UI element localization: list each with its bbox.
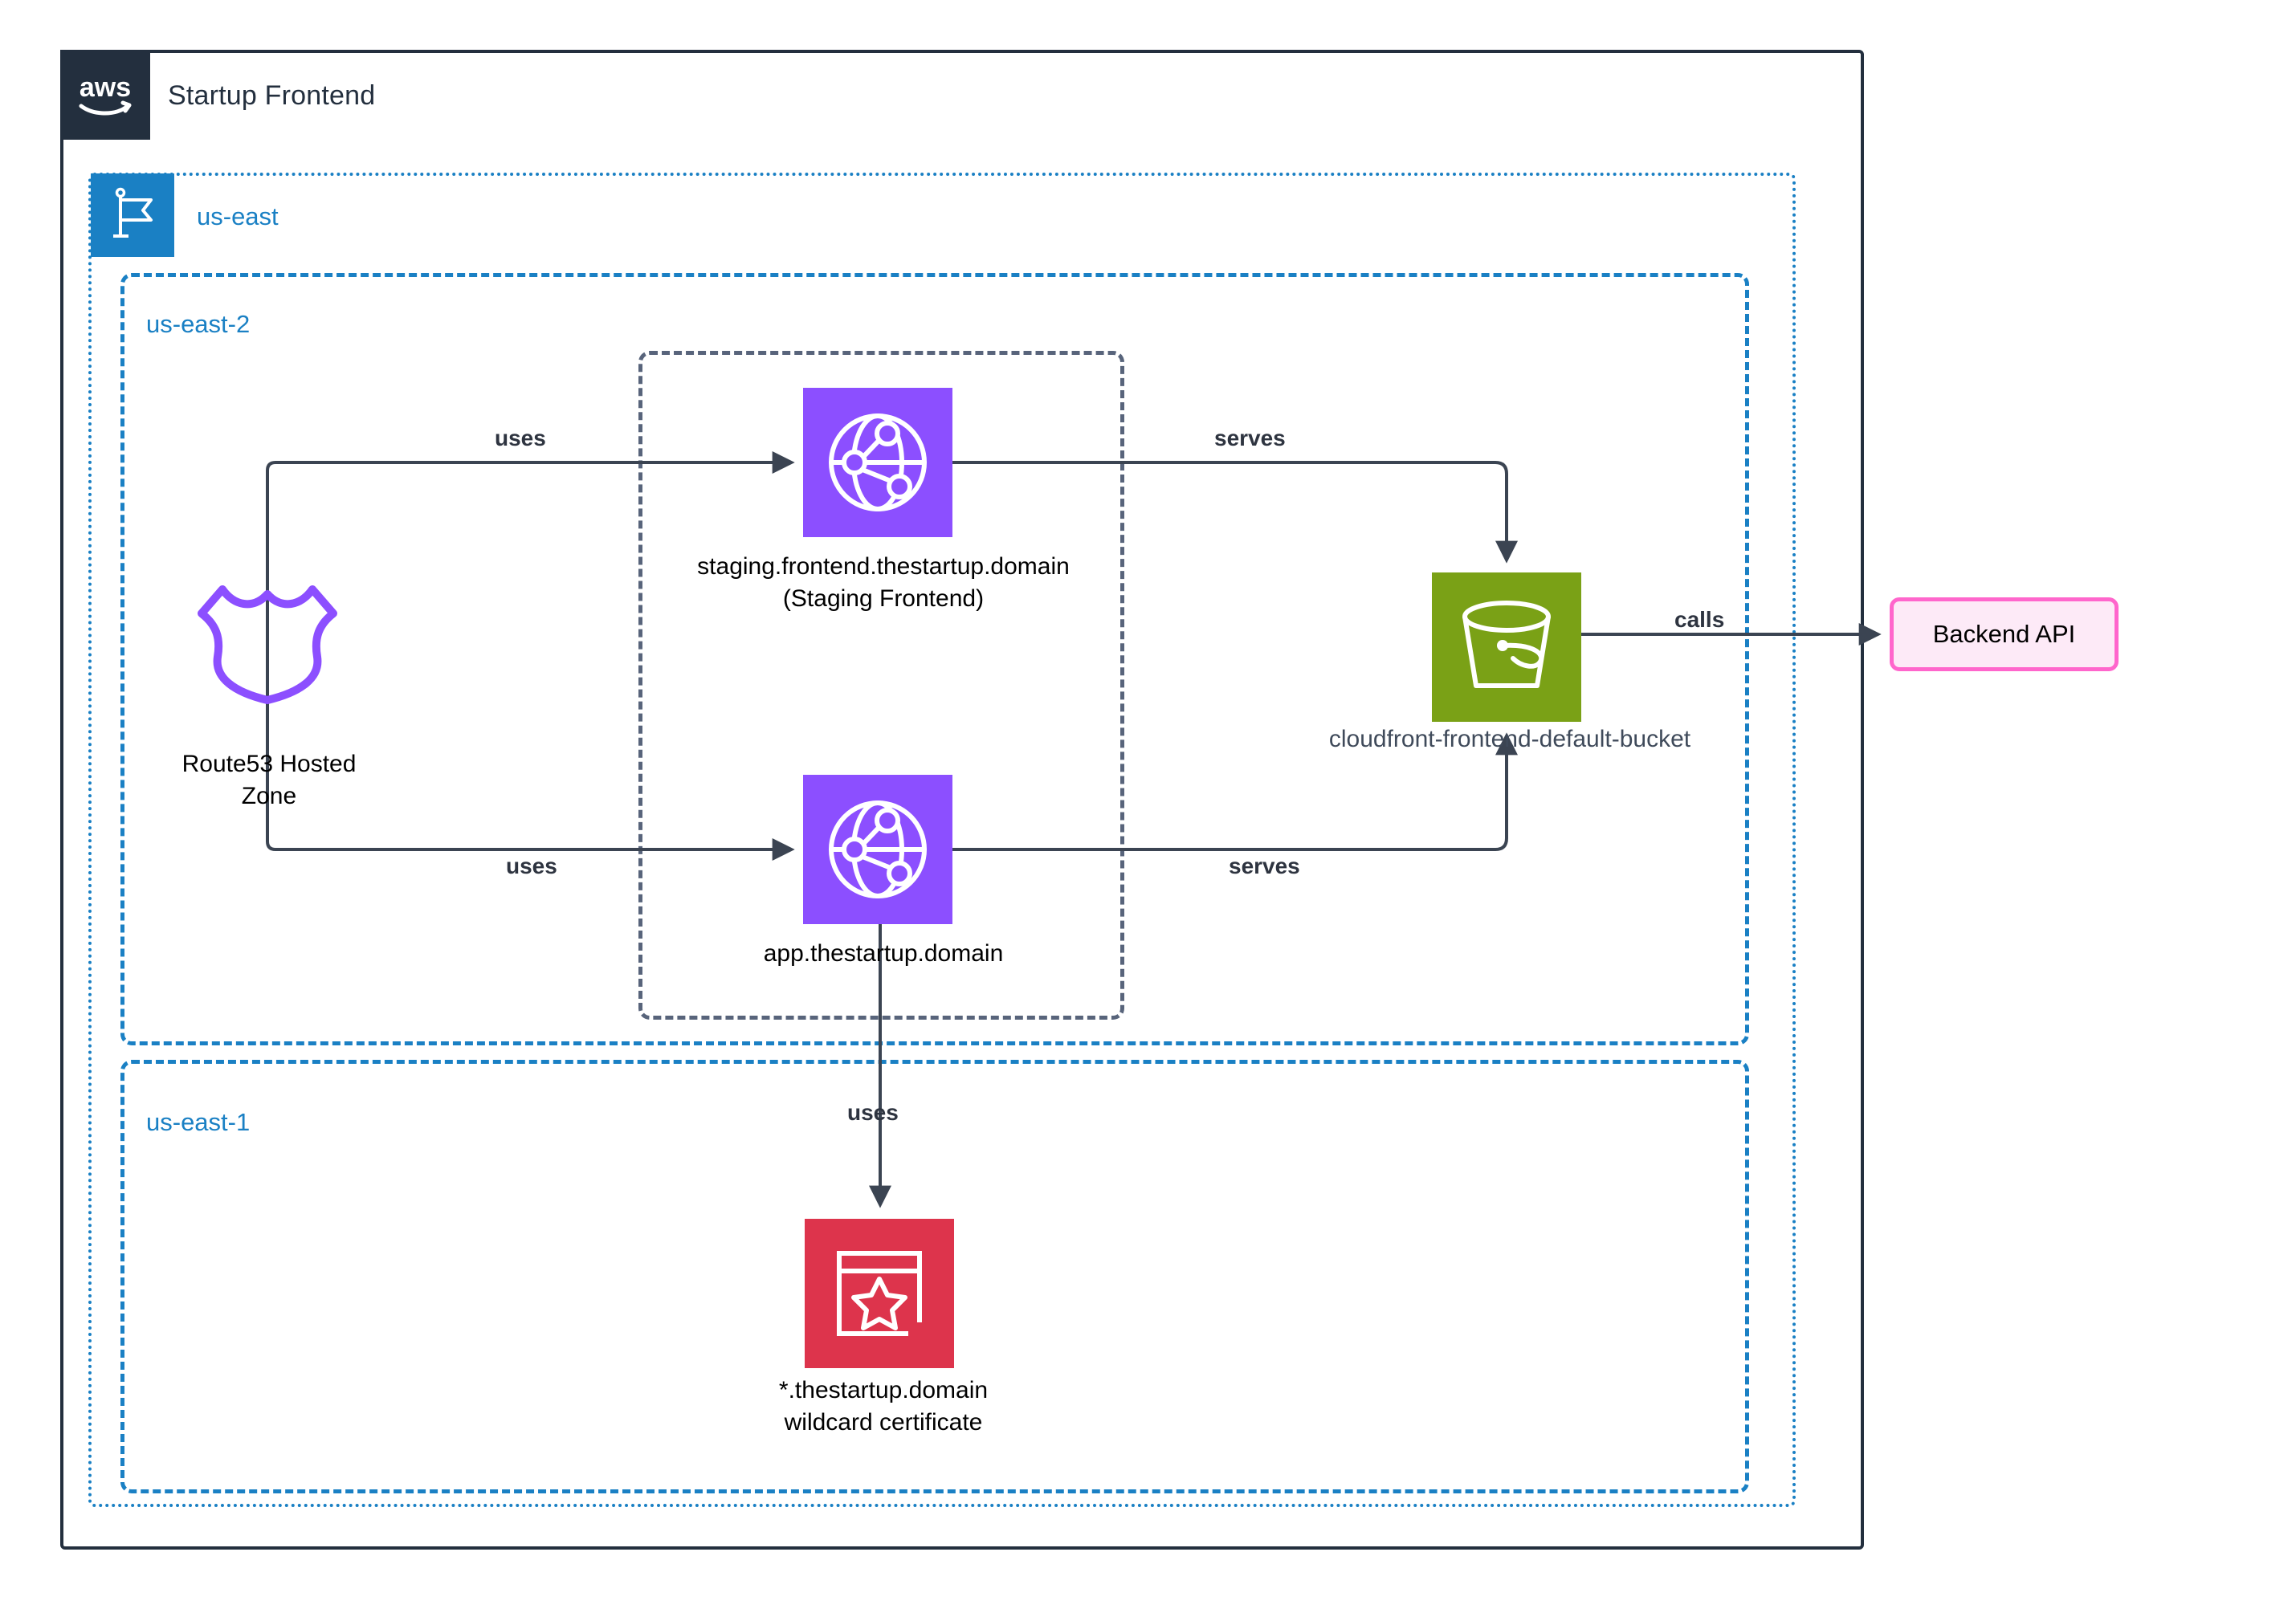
subregion-label-us-east-2: us-east-2 xyxy=(146,310,251,338)
cloudfront-globe-icon-app[interactable] xyxy=(803,775,952,924)
edge-label-calls: calls xyxy=(1674,607,1725,632)
cloudfront-app-label: app.thestartup.domain xyxy=(763,940,1004,967)
edge-label-uses-app: uses xyxy=(506,853,557,878)
page-title: Startup Frontend xyxy=(168,80,376,111)
svg-text:aws: aws xyxy=(80,72,131,103)
edge-label-uses-certificate: uses xyxy=(847,1100,899,1125)
route53-label: Route53 Hosted Zone xyxy=(181,751,357,809)
edge-label-uses-staging: uses xyxy=(495,426,546,450)
s3-bucket-icon[interactable] xyxy=(1432,572,1581,722)
s3-bucket-label: cloudfront-frontend-default-bucket xyxy=(1328,726,1691,752)
edge-label-serves-app: serves xyxy=(1229,853,1300,878)
edge-label-serves-staging: serves xyxy=(1214,426,1286,450)
cloudfront-globe-icon-staging[interactable] xyxy=(803,388,952,537)
subregion-label-us-east-1: us-east-1 xyxy=(146,1108,251,1136)
certificate-icon[interactable] xyxy=(805,1219,954,1368)
region-flag-icon xyxy=(91,173,174,257)
certificate-label: *.thestartup.domain wildcard certificate xyxy=(778,1377,989,1436)
backend-api-label: Backend API xyxy=(1932,620,2076,648)
subregion-us-east-1 xyxy=(120,1060,1749,1493)
cloudfront-staging-label: staging.frontend.thestartup.domain (Stag… xyxy=(697,553,1070,612)
route53-shield-icon[interactable] xyxy=(192,580,343,708)
backend-api-box[interactable]: Backend API xyxy=(1890,597,2119,671)
aws-logo-icon: aws xyxy=(60,50,150,140)
region-group-us-east xyxy=(88,173,1796,1507)
region-label-us-east: us-east xyxy=(197,202,279,230)
subregion-us-east-2 xyxy=(120,273,1749,1045)
